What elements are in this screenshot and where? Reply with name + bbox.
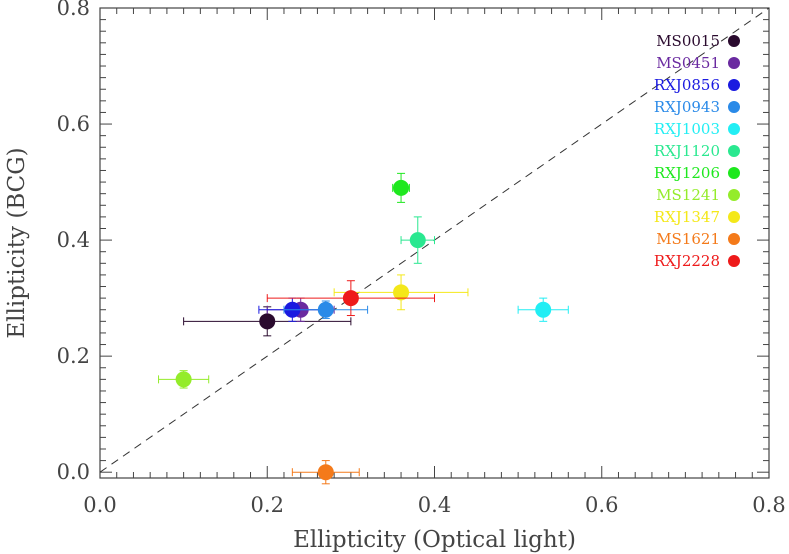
legend-label-ms1621: MS1621 (656, 230, 720, 248)
x-tick-label: 0.4 (418, 493, 451, 517)
data-marker (317, 301, 334, 318)
data-point-rxj0943 (283, 300, 369, 319)
legend-marker-ms0015 (728, 35, 740, 47)
data-point-ms1621 (291, 460, 360, 485)
data-point-rxj1206 (392, 172, 410, 203)
legend-label-ms0451: MS0451 (656, 54, 720, 72)
axes: 0.0 0.0 0.2 0.2 0.4 0.4 0.6 0.6 0.8 0.8 (57, 0, 786, 517)
legend-label-rxj1206: RXJ1206 (654, 164, 720, 182)
data-marker (409, 232, 426, 249)
data-marker (259, 313, 276, 330)
legend-marker-ms1241 (728, 189, 740, 201)
y-tick-label: 0.8 (57, 0, 90, 20)
data-point-ms0015 (183, 306, 352, 337)
legend-label-rxj2228: RXJ2228 (654, 252, 720, 270)
legend-label-rxj0856: RXJ0856 (654, 76, 720, 94)
data-point-rxj1003 (517, 297, 569, 322)
legend-marker-ms0451 (728, 57, 740, 69)
y-axis-label: Ellipticity (BCG) (4, 147, 30, 338)
legend-marker-ms1621 (728, 233, 740, 245)
data-points-layer (158, 172, 569, 485)
y-tick-label: 0.0 (57, 460, 90, 484)
legend-marker-rxj2228 (728, 255, 740, 267)
x-tick-label: 0.8 (752, 493, 785, 517)
legend-label-rxj1347: RXJ1347 (654, 208, 720, 226)
data-marker (393, 179, 410, 196)
legend-marker-rxj0943 (728, 101, 740, 113)
y-tick-label: 0.4 (57, 228, 90, 252)
legend-label-ms1241: MS1241 (656, 186, 720, 204)
data-point-ms1241 (158, 370, 210, 389)
y-tick-label: 0.2 (57, 344, 90, 368)
y-tick-label: 0.6 (57, 112, 90, 136)
legend-label-ms0015: MS0015 (656, 32, 720, 50)
legend-marker-rxj1347 (728, 211, 740, 223)
data-point-rxj2228 (266, 280, 435, 317)
legend-marker-rxj1120 (728, 145, 740, 157)
x-tick-label: 0.0 (83, 493, 116, 517)
legend-marker-rxj0856 (728, 79, 740, 91)
x-axis-label: Ellipticity (Optical light) (293, 527, 576, 553)
legend-label-rxj1120: RXJ1120 (654, 142, 720, 160)
legend-label-rxj1003: RXJ1003 (654, 120, 720, 138)
x-tick-label: 0.6 (585, 493, 618, 517)
data-point-rxj1120 (400, 216, 435, 264)
legend-marker-rxj1003 (728, 123, 740, 135)
legend: MS0015MS0451RXJ0856RXJ0943RXJ1003RXJ1120… (654, 32, 740, 270)
data-marker (175, 371, 192, 388)
legend-label-rxj0943: RXJ0943 (654, 98, 720, 116)
data-marker (535, 301, 552, 318)
data-marker (393, 284, 410, 301)
data-marker (317, 464, 334, 481)
data-marker (342, 290, 359, 307)
data-point-rxj1347 (333, 274, 469, 311)
x-tick-label: 0.2 (251, 493, 284, 517)
legend-marker-rxj1206 (728, 167, 740, 179)
